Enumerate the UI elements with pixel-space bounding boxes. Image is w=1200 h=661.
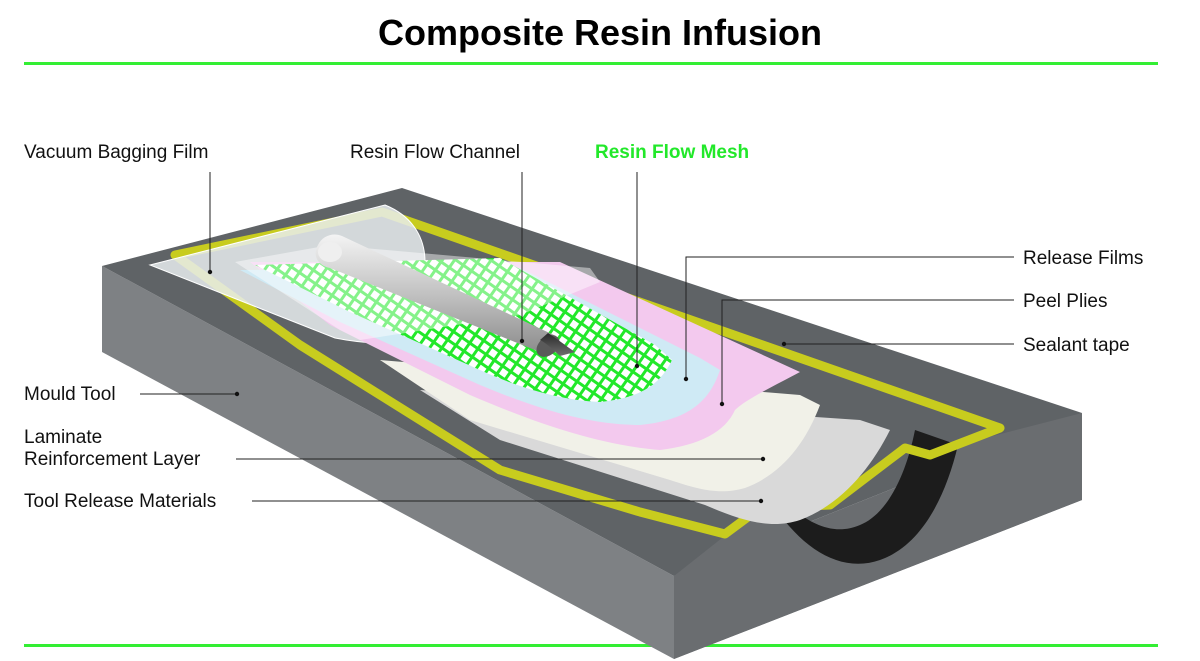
dot-mould-tool bbox=[234, 391, 240, 397]
top-divider bbox=[24, 62, 1158, 65]
dot-resin-flow-channel bbox=[519, 338, 525, 344]
leader-lines bbox=[140, 172, 1014, 502]
mould-tool-front-face bbox=[102, 266, 674, 659]
dot-resin-flow-mesh bbox=[634, 363, 640, 369]
label-laminate-line2: Reinforcement Layer bbox=[24, 449, 201, 470]
bottom-divider bbox=[24, 644, 1158, 647]
label-peel-plies: Peel Plies bbox=[1023, 291, 1108, 312]
label-resin-flow-mesh: Resin Flow Mesh bbox=[595, 142, 750, 163]
resin-flow-mesh-layer bbox=[255, 258, 672, 402]
dot-tool-release bbox=[758, 498, 764, 504]
dot-release-films bbox=[683, 376, 689, 382]
dot-laminate bbox=[760, 456, 766, 462]
label-release-films: Release Films bbox=[1023, 248, 1144, 269]
label-mould-tool: Mould Tool bbox=[24, 384, 116, 405]
mould-channel-wall bbox=[674, 413, 1082, 659]
leader-release-films bbox=[685, 256, 1014, 378]
dot-sealant-tape bbox=[781, 341, 787, 347]
label-sealant-tape: Sealant tape bbox=[1023, 335, 1130, 356]
label-laminate-line1: Laminate bbox=[24, 427, 103, 448]
label-resin-flow-channel: Resin Flow Channel bbox=[350, 142, 521, 163]
label-tool-release-materials: Tool Release Materials bbox=[24, 491, 217, 512]
dot-vacuum-bagging-film bbox=[207, 269, 213, 275]
leader-dots bbox=[207, 269, 787, 504]
label-vacuum-bagging-film: Vacuum Bagging Film bbox=[24, 142, 209, 163]
leader-peel-plies bbox=[721, 299, 1014, 403]
mould-channel-surface bbox=[770, 430, 958, 564]
resin-flow-channel-tube bbox=[315, 234, 575, 357]
page-title: Composite Resin Infusion bbox=[377, 12, 823, 53]
dot-peel-plies bbox=[719, 401, 725, 407]
